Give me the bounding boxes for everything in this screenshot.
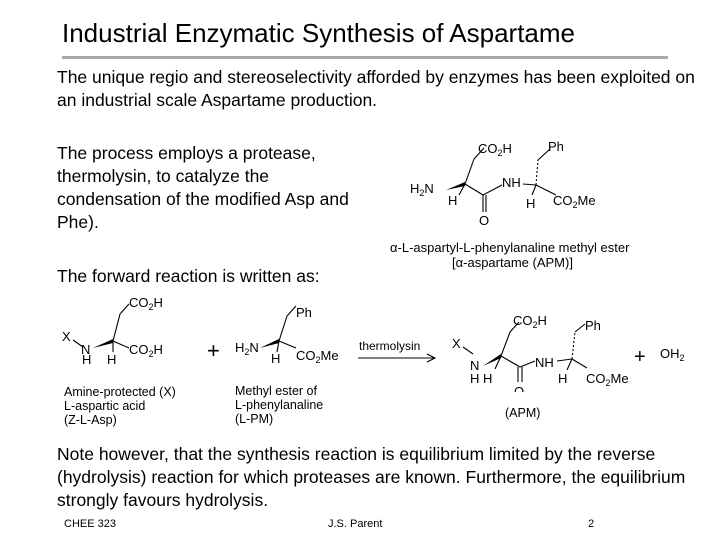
bond — [464, 183, 484, 196]
bond — [473, 147, 485, 160]
label-h: H — [483, 371, 492, 386]
stereo-wedge — [260, 339, 279, 348]
stereo-wedge — [93, 339, 113, 348]
reactant1-caption: Amine-protected (X) L-aspartic acid (Z-L… — [64, 385, 176, 427]
label-x: X — [62, 329, 71, 344]
label-o: O — [479, 213, 489, 228]
label-h2n: H2N — [410, 181, 434, 198]
reaction-arrow-head — [426, 353, 437, 363]
label-nh: NH — [502, 175, 521, 190]
bond — [500, 331, 511, 357]
bond — [519, 360, 536, 368]
label-ph: Ph — [585, 318, 601, 333]
label-h: H — [448, 193, 457, 208]
plus-sign: + — [634, 346, 646, 368]
bond — [482, 184, 503, 196]
label-h: H — [470, 371, 479, 386]
label-co2h: CO2H — [478, 141, 512, 158]
arrow-label: thermolysin — [359, 339, 420, 353]
bond — [112, 313, 121, 342]
bond — [494, 355, 502, 370]
alpha-symbol: α — [455, 255, 464, 270]
label-h: H — [107, 352, 116, 367]
apm-caption-line2: [α-aspartame (APM)] — [452, 255, 573, 270]
label-o: O — [514, 384, 524, 392]
label-h: H — [558, 371, 567, 386]
bond — [537, 148, 551, 161]
reactant2-caption: Methyl ester of L-phenylanaline (L-PM) — [235, 384, 324, 426]
bond — [531, 184, 537, 196]
bond — [458, 183, 466, 196]
label-co2h: CO2H — [129, 295, 163, 312]
bond — [571, 358, 588, 369]
bond — [278, 315, 288, 342]
label-h2n: H2N — [235, 340, 259, 357]
label-oh2: OH2 — [660, 346, 685, 363]
bond — [119, 303, 130, 315]
label-co2me: CO2Me — [586, 371, 629, 388]
footer-course: CHEE 323 — [64, 518, 116, 530]
bond — [566, 358, 573, 371]
bond — [112, 340, 130, 349]
label-co2h: CO2H — [129, 342, 163, 359]
label-co2me: CO2Me — [296, 348, 339, 365]
intro-paragraph: The unique regio and stereoselectivity a… — [57, 67, 695, 110]
label-ph: Ph — [548, 139, 564, 154]
stereo-wedge — [483, 354, 501, 366]
bond — [574, 323, 586, 333]
bond — [556, 358, 573, 362]
bond — [464, 158, 475, 185]
bond — [509, 321, 520, 333]
label-n: N — [470, 358, 479, 373]
reaction-scheme: CO2H X N H H CO2H + Ph H2N H CO2Me therm… — [62, 295, 685, 392]
bond — [535, 184, 557, 196]
bond — [522, 183, 537, 186]
stereo-hash-bond — [571, 331, 576, 360]
apm-caption-line1: α-L-aspartyl-L-phenylanaline methyl este… — [390, 240, 630, 255]
stereo-hash-bond — [535, 159, 539, 186]
stereo-wedge — [446, 182, 465, 190]
slide-title: Industrial Enzymatic Synthesis of Aspart… — [62, 18, 576, 48]
label-co2h: CO2H — [513, 313, 547, 330]
product-caption: (APM) — [505, 406, 541, 420]
plus-sign: + — [207, 338, 220, 363]
label-x: X — [452, 336, 461, 351]
bond — [286, 305, 297, 317]
label-co2me: CO2Me — [553, 193, 596, 210]
label-nh: NH — [535, 355, 554, 370]
bond — [500, 355, 521, 368]
label-ph: Ph — [296, 305, 312, 320]
note-paragraph: Note however, that the synthesis reactio… — [57, 444, 686, 510]
label-n: N — [81, 342, 90, 357]
label-h: H — [82, 352, 91, 367]
alpha-symbol: α — [390, 240, 398, 255]
footer-author: J.S. Parent — [328, 518, 383, 530]
forward-reaction-text: The forward reaction is written as: — [57, 266, 320, 286]
process-paragraph: The process employs a protease, thermoly… — [57, 143, 349, 232]
label-h: H — [271, 351, 280, 366]
title-divider — [62, 56, 668, 59]
aspartame-structure: CO2H Ph H2N NH H H O CO2Me — [410, 139, 596, 228]
bond — [72, 339, 84, 348]
bond — [276, 340, 280, 353]
bond — [462, 346, 474, 355]
label-h: H — [526, 196, 535, 211]
footer-page-number: 2 — [588, 518, 595, 530]
bond — [278, 340, 297, 349]
